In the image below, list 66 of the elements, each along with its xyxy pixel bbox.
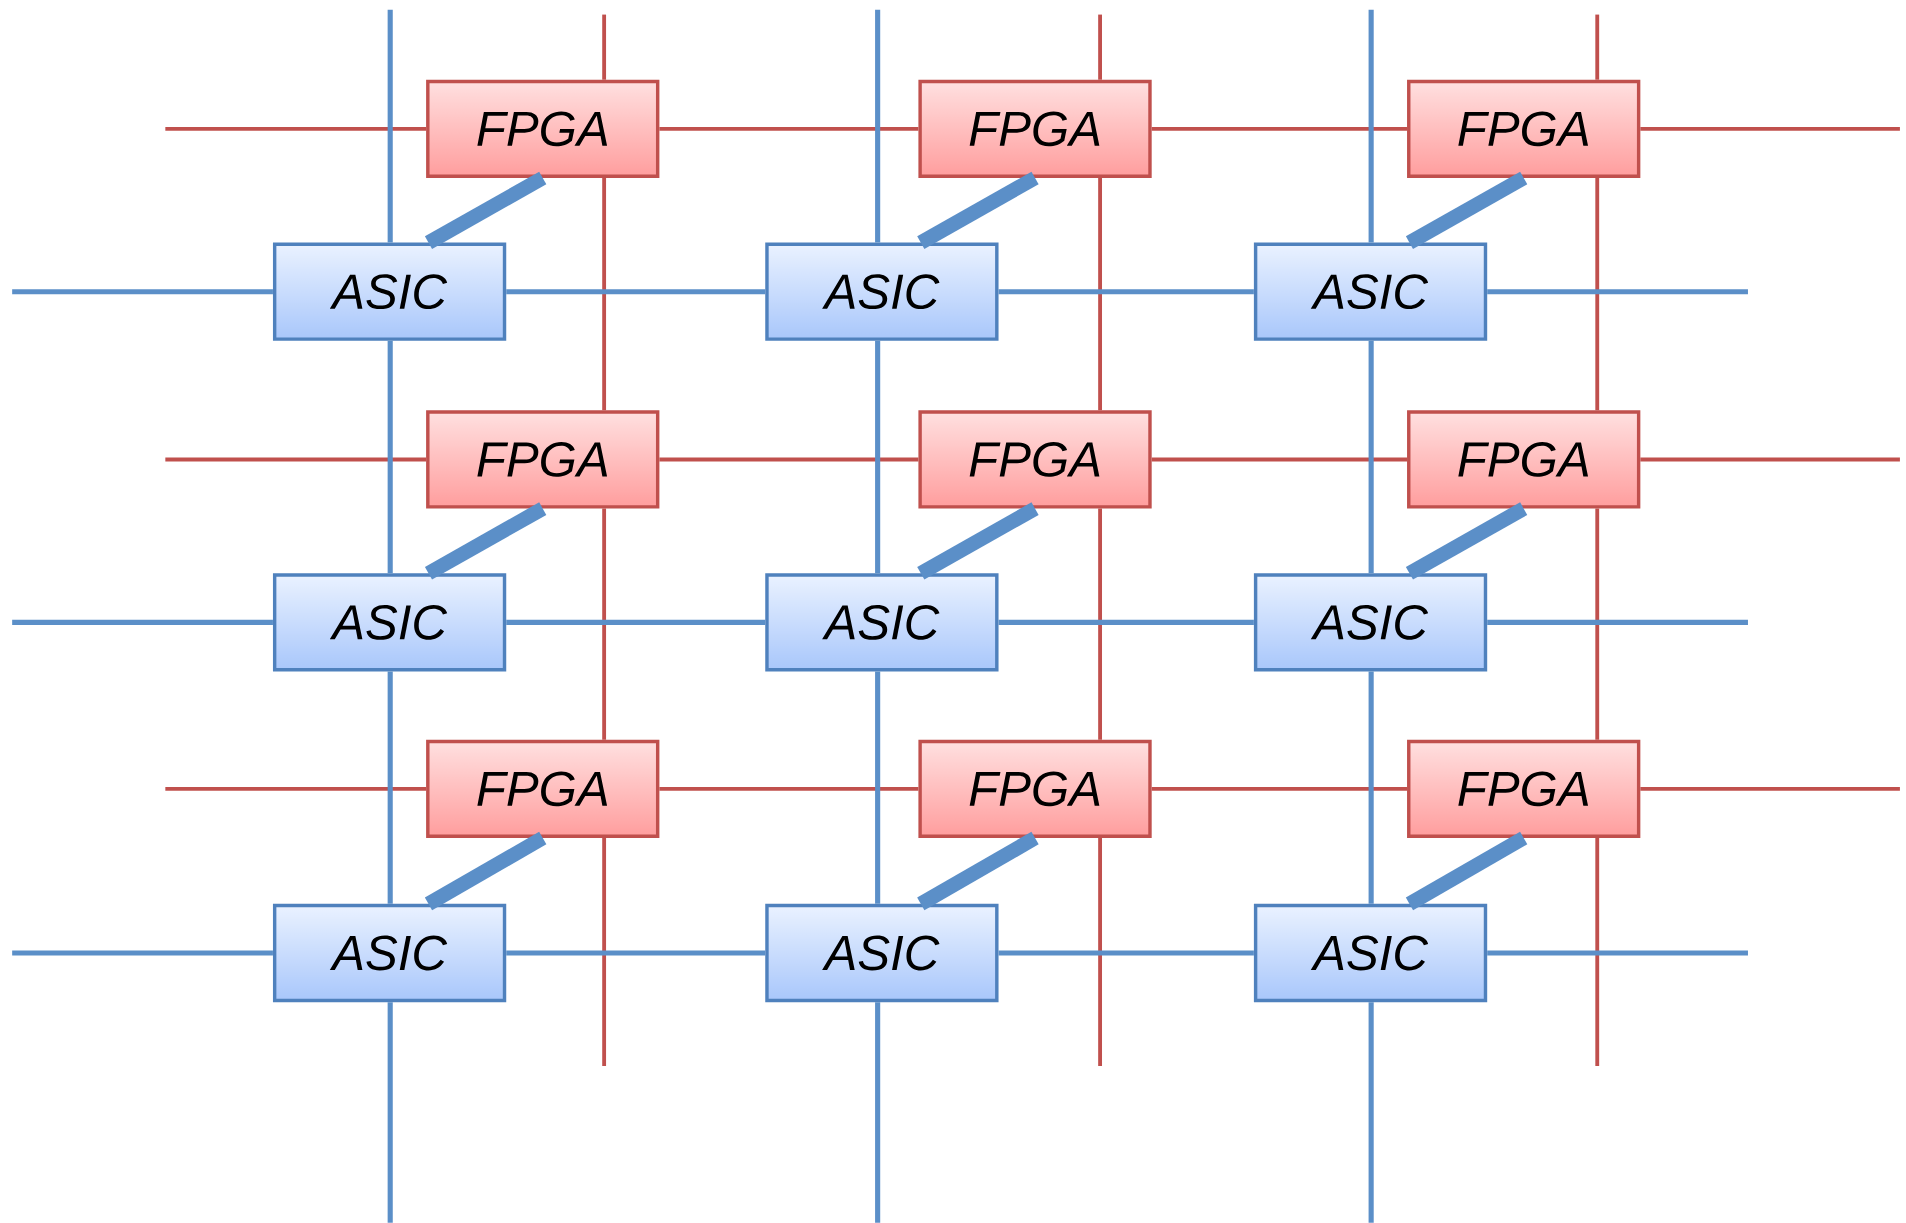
component-box: ASIC <box>765 242 999 341</box>
connection-line <box>602 178 607 411</box>
connection-line <box>165 127 427 131</box>
connection-line <box>165 787 427 791</box>
connection-line <box>1151 457 1408 462</box>
connection-line <box>875 1002 881 1223</box>
connection-line <box>1640 127 1900 131</box>
component-box: ASIC <box>272 242 507 341</box>
connection-line <box>506 950 766 956</box>
component-box: ASIC <box>1253 903 1488 1003</box>
connection-line <box>387 671 393 904</box>
connection-line <box>12 289 273 295</box>
connection-line <box>875 671 881 904</box>
connection-line <box>1595 508 1600 740</box>
connection-line <box>1487 619 1748 625</box>
connection-line <box>506 289 766 295</box>
connection-line <box>1151 127 1408 131</box>
connection-line <box>1368 9 1374 243</box>
connection-line <box>602 508 607 740</box>
connection-line <box>602 838 607 1067</box>
connection-line <box>659 457 919 462</box>
connection-line <box>387 9 393 243</box>
connection-line <box>1098 178 1102 411</box>
connection-line <box>1640 787 1900 791</box>
connection-line <box>659 787 919 791</box>
connection-line <box>659 127 919 131</box>
component-box: ASIC <box>765 903 999 1003</box>
connection-line <box>998 950 1254 956</box>
connection-line <box>1595 838 1600 1067</box>
connection-line <box>1595 14 1600 80</box>
connection-line <box>12 619 273 625</box>
component-box: ASIC <box>765 573 999 672</box>
component-box: ASIC <box>272 573 507 672</box>
component-box: FPGA <box>1407 79 1641 179</box>
connection-line <box>1368 1002 1374 1223</box>
connection-line <box>387 340 393 574</box>
connection-line <box>875 340 881 574</box>
component-box: ASIC <box>272 903 507 1003</box>
component-box: FPGA <box>1407 739 1641 839</box>
component-box: ASIC <box>1253 573 1488 672</box>
component-box: FPGA <box>918 410 1152 509</box>
component-box: ASIC <box>1253 242 1488 341</box>
connection-line <box>875 9 881 243</box>
connection-line <box>1487 289 1748 295</box>
connection-line <box>998 289 1254 295</box>
connection-line <box>1098 838 1102 1067</box>
connection-line <box>387 1002 393 1223</box>
component-box: FPGA <box>1407 410 1641 509</box>
component-box: FPGA <box>426 410 660 509</box>
connection-line <box>1640 457 1900 462</box>
connection-line <box>12 950 273 956</box>
connection-line <box>1368 340 1374 574</box>
connection-line <box>602 14 607 80</box>
connection-line <box>1151 787 1408 791</box>
connection-line <box>1487 950 1748 956</box>
component-box: FPGA <box>426 739 660 839</box>
component-box: FPGA <box>426 79 660 179</box>
connection-line <box>165 457 427 462</box>
component-box: FPGA <box>918 739 1152 839</box>
connection-line <box>1098 14 1102 80</box>
connection-line <box>998 619 1254 625</box>
connection-line <box>1595 178 1600 411</box>
connection-line <box>1098 508 1102 740</box>
connection-line <box>1368 671 1374 904</box>
connection-line <box>506 619 766 625</box>
component-box: FPGA <box>918 79 1152 179</box>
